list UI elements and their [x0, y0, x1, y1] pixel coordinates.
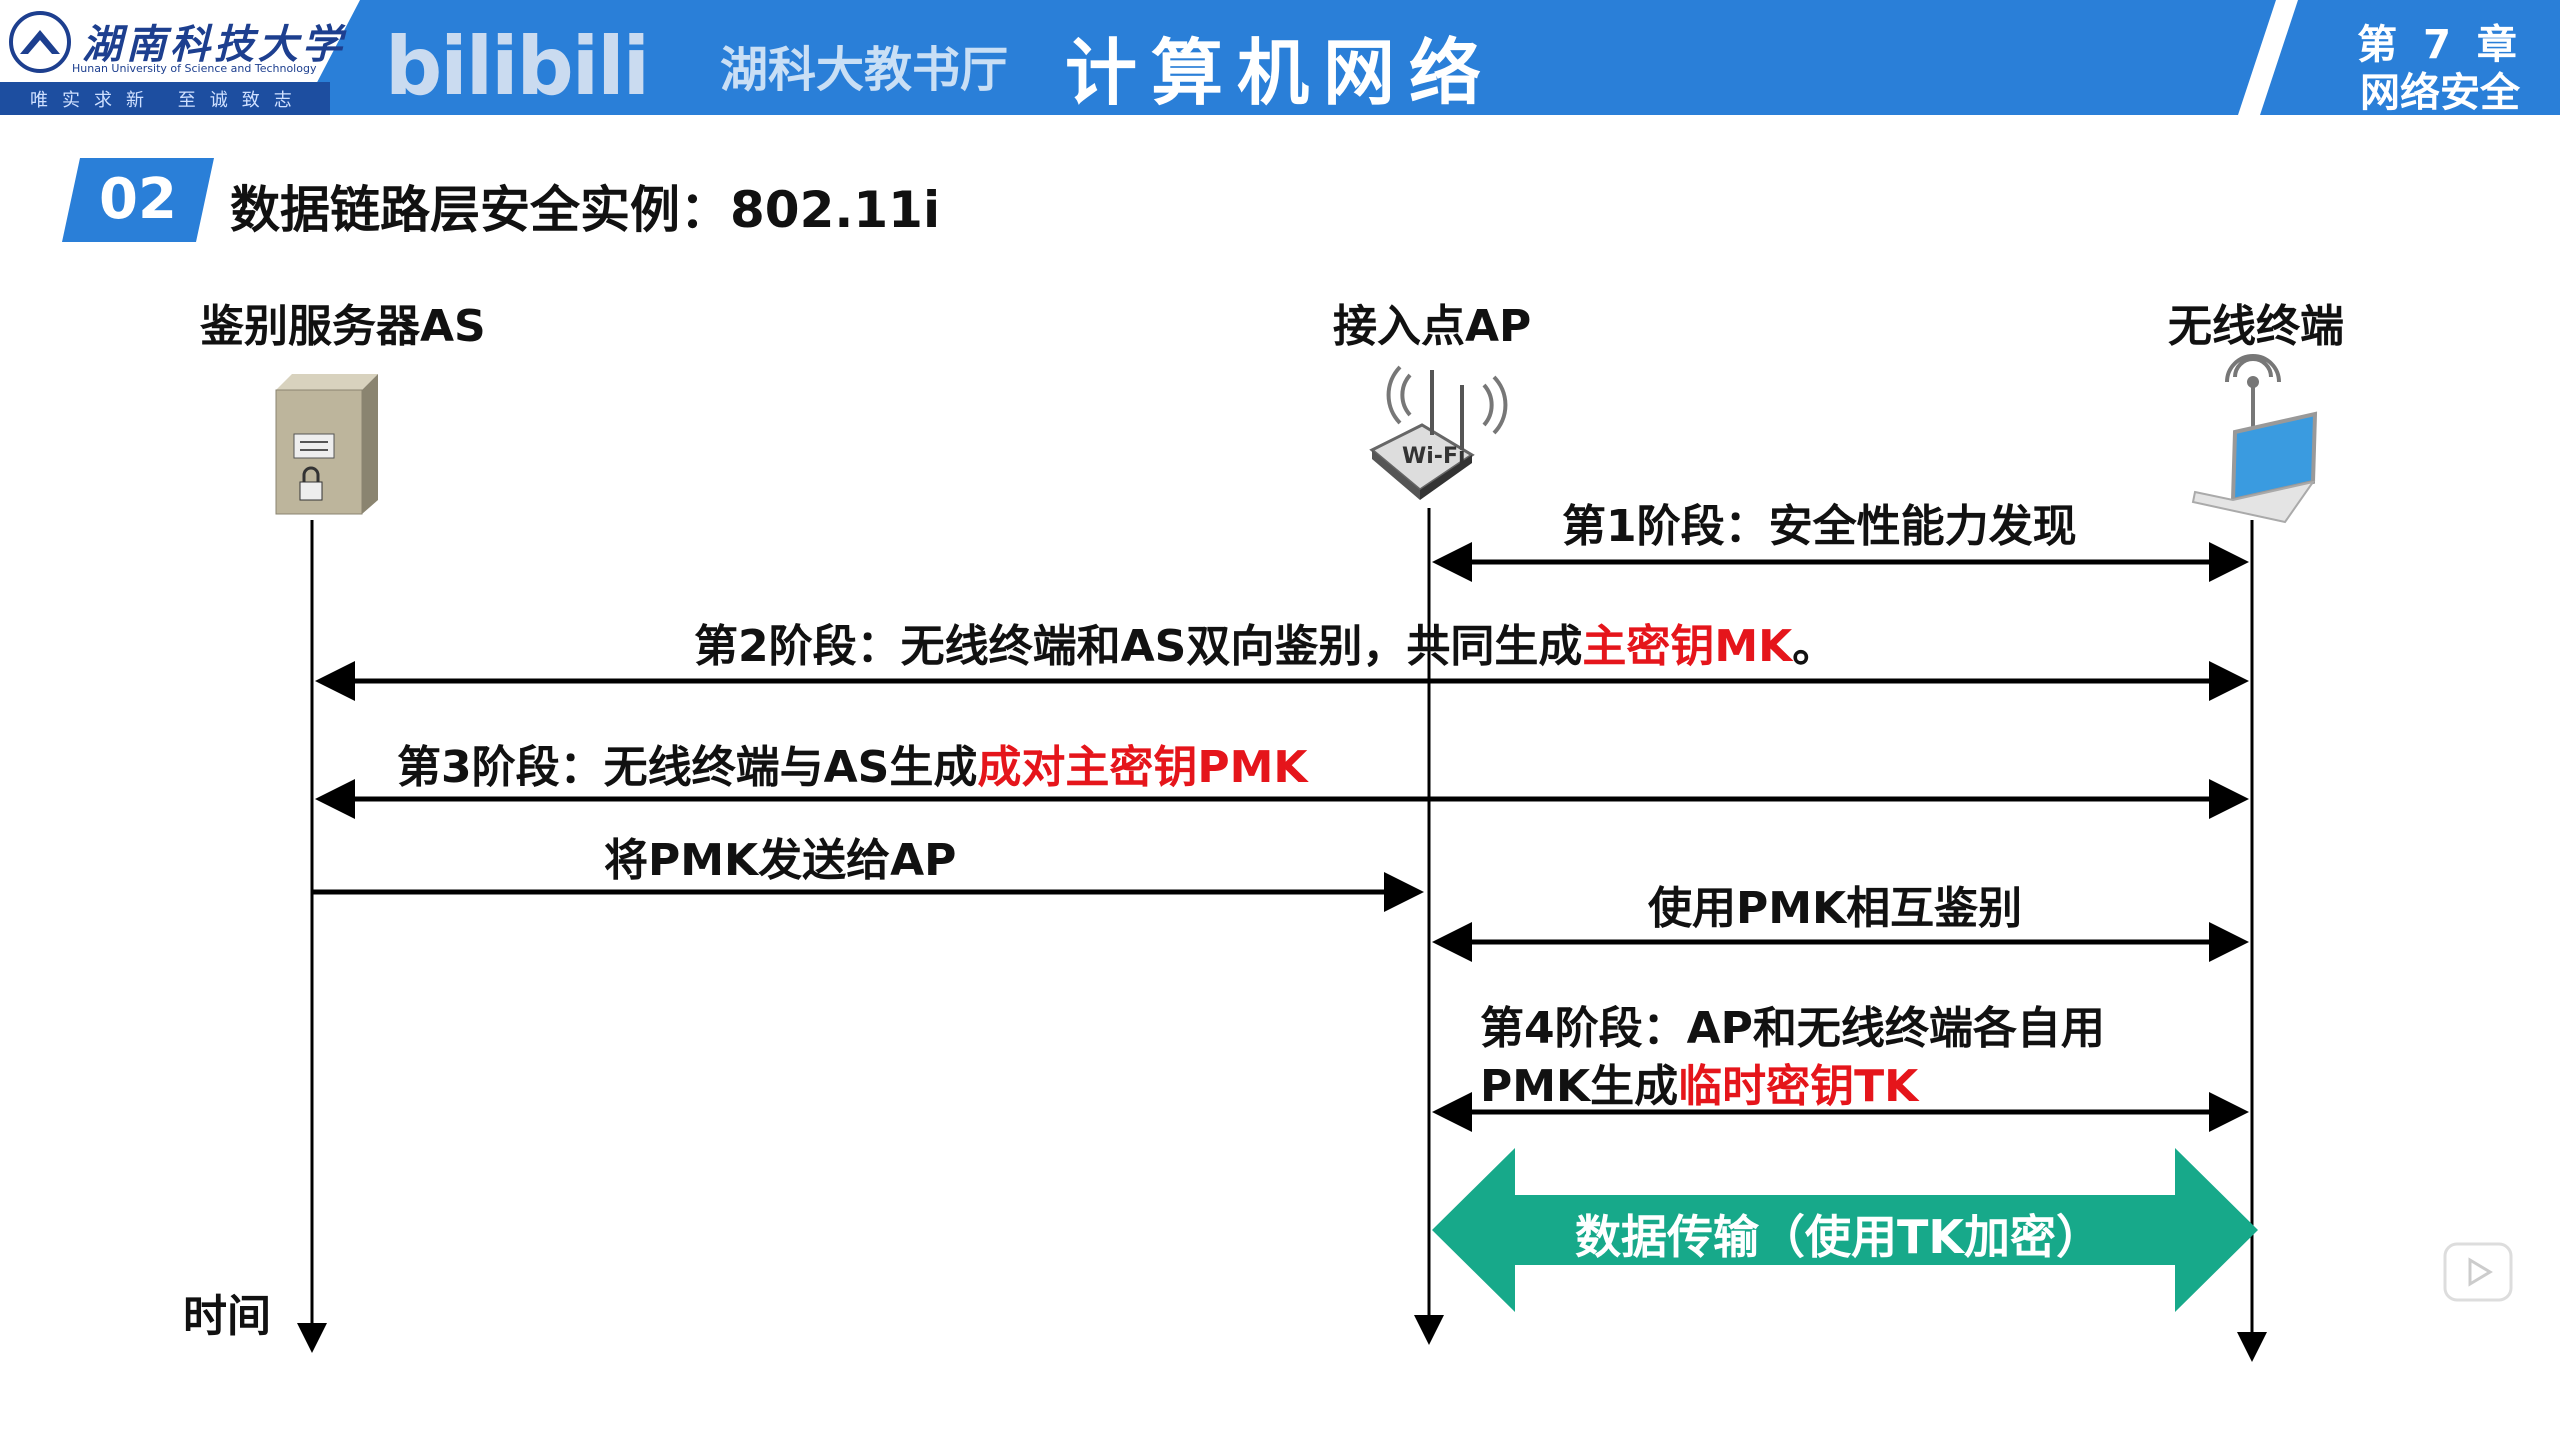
time-label: 时间	[183, 1291, 271, 1342]
stage4-text: PMK生成	[1480, 1061, 1679, 1112]
chapter-title: 网络安全	[2360, 70, 2520, 116]
svg-text:Wi-Fi: Wi-Fi	[1402, 444, 1466, 469]
as-label: 鉴别服务器AS	[200, 301, 486, 352]
server-lock-icon	[275, 374, 378, 515]
laptop-icon	[2191, 354, 2318, 524]
university-name: 湖南科技大学	[82, 21, 346, 68]
master-key-text: 主密钥MK	[1582, 621, 1793, 672]
mutual-auth-label: 使用PMK相互鉴别	[1648, 883, 2023, 934]
data-transfer-arrow	[1432, 1148, 2258, 1312]
course-title: 计算机网络	[1064, 31, 1495, 115]
university-name-en: Hunan University of Science and Technolo…	[72, 62, 317, 75]
stage2-text: 第2阶段：无线终端和AS双向鉴别，共同生成	[694, 621, 1583, 672]
bilibili-logo: bilibili	[385, 20, 650, 113]
data-transfer-label: 数据传输（使用TK加密）	[1575, 1210, 2103, 1264]
header-bar	[0, 0, 2560, 115]
chapter-number: 第 7 章	[2357, 22, 2523, 68]
watermark: 湖科大教书厅	[720, 42, 1009, 98]
university-motto: 唯实求新 至诚致志	[30, 90, 306, 111]
stage4-label-line1: 第4阶段：AP和无线终端各自用	[1480, 1003, 2105, 1054]
section-number-badge: 02	[62, 158, 214, 242]
section-title: 数据链路层安全实例：802.11i	[230, 181, 941, 239]
stage2-suffix: 。	[1792, 621, 1837, 672]
stage2-label: 第2阶段：无线终端和AS双向鉴别，共同生成主密钥MK。	[694, 610, 1836, 674]
stage3-label: 第3阶段：无线终端与AS生成成对主密钥PMK	[397, 731, 1308, 795]
play-button-icon[interactable]	[2442, 1236, 2514, 1304]
logo-strip	[0, 82, 330, 115]
ap-label: 接入点AP	[1333, 301, 1532, 352]
tk-text: 临时密钥TK	[1678, 1061, 1919, 1112]
wifi-access-point-icon: Wi-Fi	[1369, 365, 1508, 500]
pmk-text: 成对主密钥PMK	[977, 742, 1308, 793]
terminal-label: 无线终端	[2168, 301, 2344, 352]
university-emblem-icon	[9, 11, 71, 73]
stage3-text: 第3阶段：无线终端与AS生成	[397, 742, 978, 793]
send-pmk-label: 将PMK发送给AP	[604, 835, 957, 886]
stage1-label: 第1阶段：安全性能力发现	[1562, 501, 2077, 552]
stage4-label-line2: PMK生成临时密钥TK	[1480, 1050, 1918, 1114]
